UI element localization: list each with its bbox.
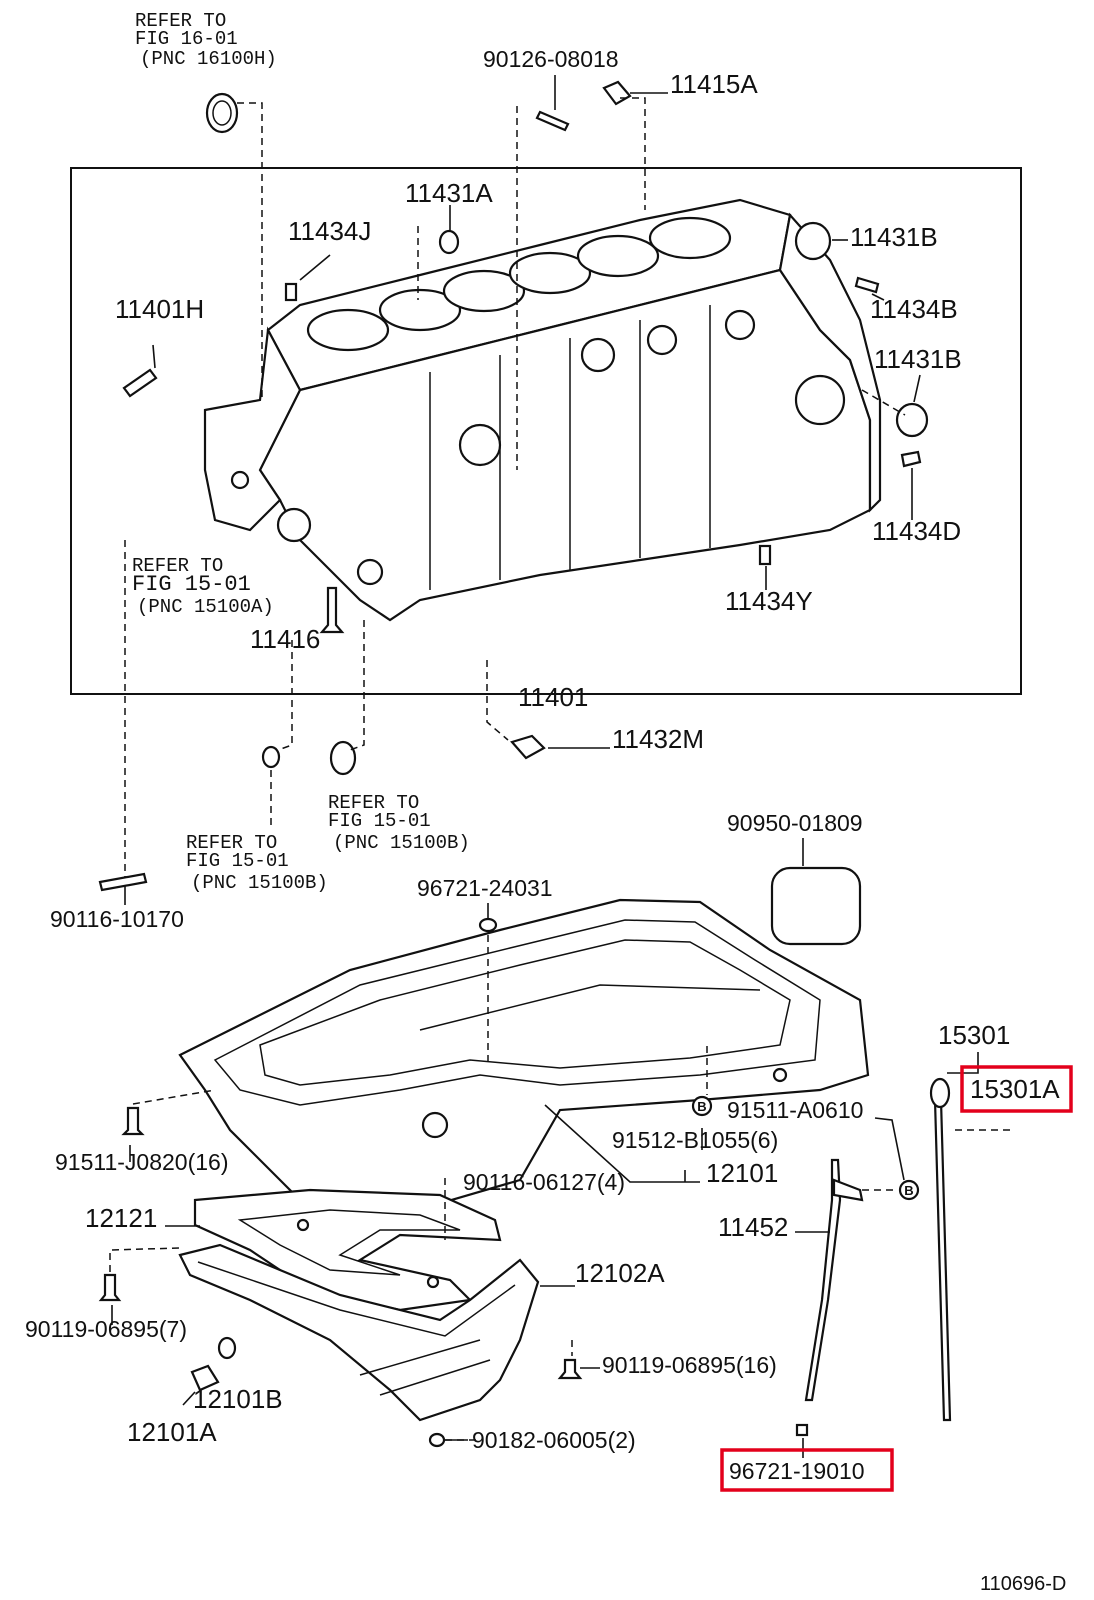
drain-plug-12101a xyxy=(190,1364,220,1392)
label-90126-08018: 90126-08018 xyxy=(483,46,619,72)
sensor-11401h xyxy=(122,368,158,398)
pin-11434b xyxy=(854,276,880,294)
label-96721-19010: 96721-19010 xyxy=(729,1458,865,1484)
label-90116-10170: 90116-10170 xyxy=(50,906,184,932)
bolt-91511-j0820 xyxy=(121,1106,145,1136)
pin-11434j xyxy=(284,282,298,302)
label-11431a: 11431A xyxy=(405,178,493,208)
plug-11431b-mid xyxy=(895,402,929,438)
seal-16-01-inner xyxy=(212,100,232,126)
ref-15a-line2: FIG 15-01 xyxy=(132,572,251,597)
highlight-96721-19010 xyxy=(720,1448,894,1492)
label-90119-06895-7: 90119-06895(7) xyxy=(25,1316,187,1342)
label-96721-24031: 96721-24031 xyxy=(417,875,553,901)
label-15301a: 15301A xyxy=(970,1074,1060,1104)
seal-15-01-left xyxy=(261,745,281,769)
highlight-15301a xyxy=(960,1065,1073,1113)
label-90119-06895-16: 90119-06895(16) xyxy=(602,1352,777,1378)
dipstick-guide-11452 xyxy=(804,1158,842,1402)
label-12101: 12101 xyxy=(706,1158,778,1188)
ref-15b-right-line1: REFER TO xyxy=(328,792,419,814)
label-11434y: 11434Y xyxy=(725,586,813,616)
plug-11415a xyxy=(602,80,632,106)
label-91511-a0610: 91511-A0610 xyxy=(727,1097,863,1123)
drain-plug-cover-90950 xyxy=(770,866,862,946)
seal-15-01-right xyxy=(329,740,357,776)
label-11434b: 11434B xyxy=(870,294,958,324)
ref-16-line1: REFER TO xyxy=(135,10,226,32)
pin-11434y xyxy=(758,544,772,566)
pin-11434d xyxy=(900,450,922,468)
label-11431b-top: 11431B xyxy=(850,222,938,252)
ref-16-line3: (PNC 16100H) xyxy=(140,48,277,70)
nut-90182 xyxy=(428,1432,446,1448)
cylinder-block-illustration xyxy=(203,198,882,622)
ref-15b-right-line3: (PNC 15100B) xyxy=(333,832,470,854)
label-11401: 11401 xyxy=(518,682,588,712)
label-11434d: 11434D xyxy=(872,516,961,546)
label-90182-06005: 90182-06005(2) xyxy=(472,1427,636,1453)
oil-pan-lower xyxy=(178,1243,540,1422)
marker-b-right xyxy=(898,1179,920,1201)
plug-11431b-top xyxy=(794,221,832,261)
ref-16-line2: FIG 16-01 xyxy=(135,28,238,50)
seal-16-01 xyxy=(205,92,239,134)
ref-15b-right-line2: FIG 15-01 xyxy=(328,810,431,832)
label-12101a: 12101A xyxy=(127,1417,217,1447)
label-15301: 15301 xyxy=(938,1020,1010,1050)
ref-15b-left-line2: FIG 15-01 xyxy=(186,850,289,872)
label-12121: 12121 xyxy=(85,1203,157,1233)
label-11415a: 11415A xyxy=(670,69,758,99)
washer-96721-24031 xyxy=(478,917,498,933)
label-90950-01809: 90950-01809 xyxy=(727,810,863,836)
stud-90126 xyxy=(535,110,570,132)
label-11432m: 11432M xyxy=(612,724,704,754)
label-12102a: 12102A xyxy=(575,1258,665,1288)
label-11434j: 11434J xyxy=(288,216,371,246)
dipstick-15301 xyxy=(933,1098,952,1422)
ref-15a-line3: (PNC 15100A) xyxy=(137,596,274,618)
label-11452: 11452 xyxy=(718,1212,788,1242)
label-11401h: 11401H xyxy=(115,294,204,324)
label-12101b: 12101B xyxy=(193,1384,283,1414)
ref-15a-line1: REFER TO xyxy=(132,555,223,577)
label-91511-j0820: 91511-J0820(16) xyxy=(55,1149,228,1175)
stud-90116-10170 xyxy=(98,872,148,892)
marker-b-left-label: B xyxy=(697,1099,706,1114)
label-11431b-mid: 11431B xyxy=(874,344,962,374)
plug-11431a xyxy=(438,229,460,255)
marker-b-right-label: B xyxy=(904,1183,913,1198)
label-90116-06127: 90116-06127(4) xyxy=(463,1169,625,1195)
cylinder-block-frame xyxy=(70,167,1022,695)
label-91512-b1055: 91512-B1055(6) xyxy=(612,1127,778,1153)
label-11416: 11416 xyxy=(250,624,320,654)
diagram-code: 110696-D xyxy=(980,1573,1066,1595)
oil-pan-upper xyxy=(178,898,870,1217)
bolt-90119-7 xyxy=(98,1273,122,1302)
drain-11432m xyxy=(510,734,546,760)
marker-b-left xyxy=(691,1095,713,1117)
ref-15b-left-line1: REFER TO xyxy=(186,832,277,854)
bolt-90119-16 xyxy=(557,1358,583,1380)
bolt-11416 xyxy=(319,586,345,634)
gasket-12101b xyxy=(217,1336,237,1360)
ref-15b-left-line3: (PNC 15100B) xyxy=(191,872,328,894)
